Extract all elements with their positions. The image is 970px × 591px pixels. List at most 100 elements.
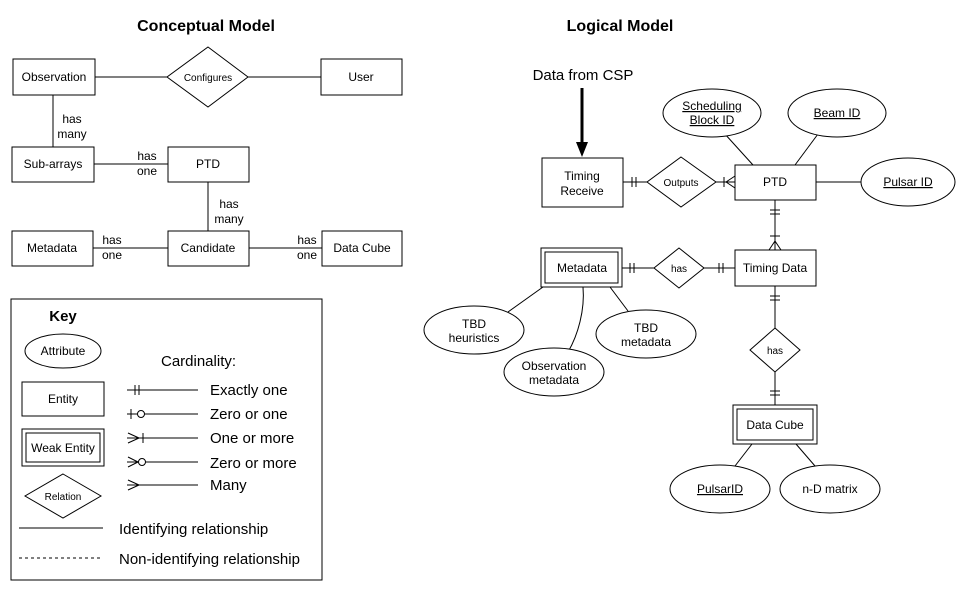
attribute-observation-metadata: [503, 347, 605, 397]
entity-ptd-label: PTD: [196, 157, 220, 171]
entity-logical-metadata-label: Metadata: [557, 261, 607, 275]
entity-timing-receive-label-2: Receive: [560, 184, 604, 198]
relation-configures: [166, 46, 249, 108]
entity-timing-receive-label-1: Timing: [564, 169, 600, 183]
key-zero-or-one-symbol: [127, 409, 198, 419]
attribute-pulsar-id: [860, 157, 956, 207]
attribute-nd-matrix: [779, 464, 881, 514]
key-many-symbol: [127, 479, 198, 491]
key-entity-shape: [21, 381, 105, 417]
entity-logical-ptd: [734, 164, 817, 201]
key-one-or-more-label: One or more: [210, 430, 294, 447]
link-datacube-nd-matrix: [795, 443, 816, 467]
link-metadata-tbd-metadata: [609, 286, 629, 312]
attribute-nd-matrix-label: n-D matrix: [802, 482, 857, 496]
card-metadata-candidate-1: has: [102, 233, 121, 247]
key-many-label: Many: [210, 477, 247, 494]
attribute-pulsarid-label: PulsarID: [697, 482, 743, 496]
key-one-or-more-symbol: [127, 432, 198, 444]
entity-ptd: [167, 146, 250, 183]
relation-outputs: [646, 156, 717, 208]
relation-outputs-label: Outputs: [663, 178, 698, 189]
entity-observation: [12, 58, 96, 96]
conceptual-model-title: Conceptual Model: [137, 18, 275, 35]
card-ptd-candidate-1: has: [219, 197, 238, 211]
entity-candidate-label: Candidate: [181, 241, 236, 255]
key-zero-or-one-label: Zero or one: [210, 406, 288, 423]
entity-sub-arrays: [11, 146, 95, 183]
attribute-tbd-metadata: [595, 309, 697, 359]
card-obs-subarrays-1: has: [62, 112, 81, 126]
key-exactly-one-label: Exactly one: [210, 382, 288, 399]
entity-timing-receive: [541, 157, 624, 208]
attribute-beam-id: [787, 88, 887, 138]
data-from-csp-arrowhead: [576, 142, 588, 157]
entity-metadata: [11, 230, 94, 267]
link-scheduling-ptd: [723, 132, 754, 166]
key-zero-or-more-symbol: [127, 456, 198, 468]
link-datacube-pulsarid: [734, 443, 753, 467]
key-attribute-shape: [24, 333, 102, 369]
key-legend: Key Attribute Entity Weak Entity Relatio…: [10, 298, 323, 581]
key-weak-entity-inner: [25, 432, 101, 463]
attribute-scheduling-block-id-label-2: Block ID: [690, 113, 735, 127]
entity-user-label: User: [348, 70, 373, 84]
entity-user: [320, 58, 403, 96]
link-metadata-tbd-heuristics: [507, 286, 544, 313]
relation-has-metadata: [653, 247, 705, 289]
entity-data-cube-label: Data Cube: [333, 241, 391, 255]
conceptual-model: Observation Configures User Sub-arrays P…: [11, 46, 403, 267]
entity-metadata-label: Metadata: [27, 241, 77, 255]
entity-logical-data-cube-inner: [736, 408, 814, 441]
key-non-identifying-label: Non-identifying relationship: [119, 551, 300, 568]
card-candidate-datacube-1: has: [297, 233, 316, 247]
attribute-scheduling-block-id: [662, 88, 762, 138]
relation-has-datacube-label: has: [767, 346, 783, 357]
entity-logical-metadata-inner: [544, 251, 619, 284]
attribute-observation-metadata-label-2: metadata: [529, 373, 579, 387]
key-identifying-label: Identifying relationship: [119, 521, 268, 538]
attribute-scheduling-block-id-label-1: Scheduling: [682, 99, 741, 113]
attribute-tbd-heuristics-label-2: heuristics: [449, 331, 500, 345]
relation-has-datacube: [749, 327, 801, 373]
relation-configures-label: Configures: [184, 73, 232, 84]
card-subarrays-ptd-1: has: [137, 149, 156, 163]
entity-candidate: [167, 230, 250, 267]
key-attribute-label: Attribute: [41, 344, 86, 358]
card-candidate-datacube-2: one: [297, 248, 317, 262]
relation-has-metadata-label: has: [671, 264, 687, 275]
key-title: Key: [49, 308, 77, 325]
attribute-pulsarid: [669, 464, 771, 514]
key-zero-or-more-label: Zero or more: [210, 455, 297, 472]
key-exactly-one-symbol: [127, 385, 198, 395]
card-metadata-candidate-2: one: [102, 248, 122, 262]
key-entity-label: Entity: [48, 392, 78, 406]
card-marks: [629, 175, 782, 396]
entity-data-cube: [321, 230, 403, 267]
link-beam-ptd: [794, 133, 819, 166]
entity-logical-data-cube-label: Data Cube: [746, 418, 804, 432]
key-cardinality-heading: Cardinality:: [161, 353, 236, 370]
entity-timing-data-label: Timing Data: [743, 261, 808, 275]
entity-logical-ptd-label: PTD: [763, 175, 787, 189]
attribute-observation-metadata-label-1: Observation: [522, 359, 587, 373]
entity-observation-label: Observation: [22, 70, 87, 84]
card-subarrays-ptd-2: one: [137, 164, 157, 178]
link-metadata-observation-metadata: [567, 286, 584, 353]
attribute-beam-id-label: Beam ID: [814, 106, 861, 120]
key-relation-label: Relation: [45, 492, 82, 503]
attribute-pulsar-id-label: Pulsar ID: [883, 175, 933, 189]
data-from-csp-label: Data from CSP: [533, 67, 634, 84]
attribute-tbd-heuristics-label-1: TBD: [462, 317, 486, 331]
key-weak-entity-label: Weak Entity: [31, 441, 95, 455]
attribute-tbd-metadata-label-2: metadata: [621, 335, 671, 349]
card-obs-subarrays-2: many: [57, 127, 86, 141]
attribute-tbd-heuristics: [423, 305, 525, 355]
card-ptd-candidate-2: many: [214, 212, 243, 226]
attribute-tbd-metadata-label-1: TBD: [634, 321, 658, 335]
key-relation-shape: [24, 473, 102, 519]
entity-timing-data: [734, 249, 817, 287]
logical-model: Data from CSP: [423, 67, 956, 514]
entity-sub-arrays-label: Sub-arrays: [24, 157, 83, 171]
